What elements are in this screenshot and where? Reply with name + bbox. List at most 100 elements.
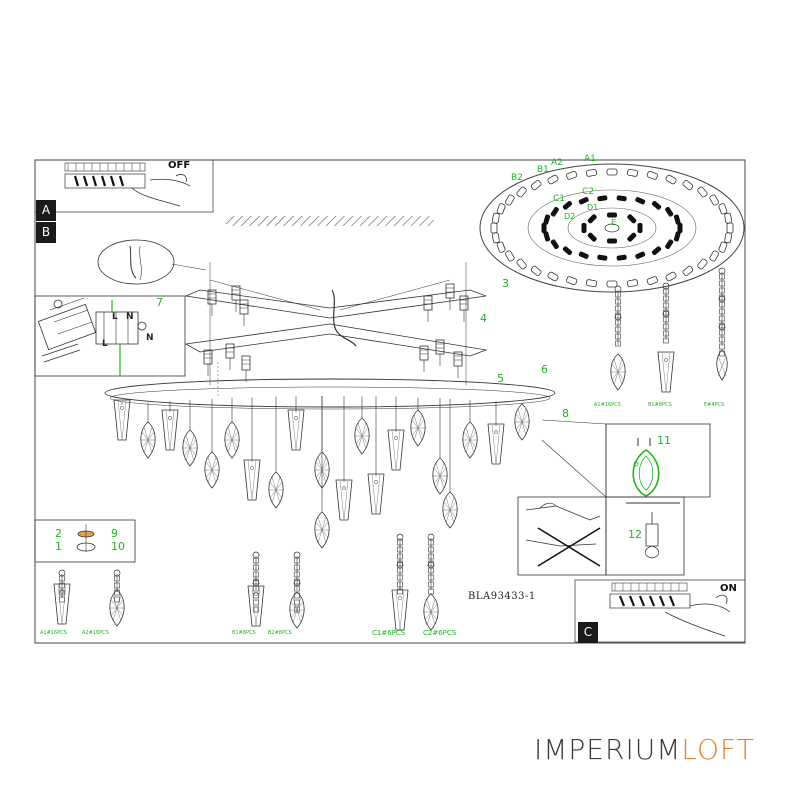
ring-bead-mid [543, 214, 551, 225]
wire-n-label-lower: N [146, 333, 154, 343]
crystal-drop [313, 511, 331, 549]
step-11: 11 [657, 434, 671, 447]
ring-label-c2: C2 [582, 187, 595, 197]
crystal-drop [139, 421, 157, 459]
ring-bead-mid [550, 206, 559, 217]
step-3: 3 [502, 277, 509, 290]
crystal-prism [487, 423, 505, 465]
ring-label-a2: A2 [551, 158, 563, 168]
ring-bead-inner [627, 214, 637, 224]
ring-bead-inner [581, 223, 587, 233]
crystal-ring [104, 378, 556, 410]
ring-label-e: E [611, 218, 617, 227]
bulb-panels [517, 496, 685, 576]
ring-bead-mid [578, 197, 589, 205]
ring-bead-outer [496, 203, 506, 215]
step-7: 7 [156, 296, 163, 309]
ring-bead-outer [646, 276, 658, 285]
count-c2: C2#6PCS [423, 629, 457, 637]
ring-bead-outer [697, 258, 708, 270]
ring-label-d2: D2 [564, 212, 576, 221]
ring-bead-outer [646, 171, 658, 180]
hanging-crystals [113, 396, 531, 549]
ring-bead-outer [490, 222, 498, 234]
step-1: 1 [55, 540, 62, 553]
wire-l-label-lower: L [102, 339, 108, 349]
ring-bead-outer [626, 168, 639, 177]
ring-bead-outer [709, 194, 719, 206]
crystal-prism [335, 479, 353, 521]
ring-bead-outer [724, 212, 733, 224]
step-4: 4 [480, 312, 487, 325]
ring-sample-pendants [609, 267, 728, 393]
ring-bead-outer [585, 168, 598, 177]
ring-bead-outer [505, 194, 515, 206]
ring-bead-outer [665, 174, 677, 185]
bottom-samples [53, 533, 440, 631]
panel-a-switch-off [34, 159, 214, 213]
count-a2: A2#16PCS [82, 630, 109, 636]
ring-bead-outer [516, 186, 527, 198]
ring-bead-outer [665, 271, 677, 282]
ring-bead-outer [505, 250, 515, 262]
crystal-drop [223, 421, 241, 459]
fixture-frame [184, 262, 488, 385]
ring-bead-mid [597, 195, 608, 202]
ring-layout [479, 163, 745, 293]
panel-letter-c: C [578, 622, 598, 643]
crystal-drop [267, 471, 285, 509]
ring-bead-mid [616, 195, 627, 202]
crystal-drop [431, 457, 449, 495]
hook-callout [97, 239, 207, 285]
count-b2: B2#8PCS [268, 630, 292, 636]
ring-bead-mid [677, 223, 683, 233]
ring-bead-outer [682, 265, 694, 276]
fixture-sockets [203, 283, 469, 383]
ring-bead-inner [587, 232, 597, 242]
model-code: BLA93433-1 [468, 591, 536, 602]
ring-bead-outer [626, 279, 639, 288]
ring-bead-mid [673, 231, 681, 242]
ring-bead-mid [635, 251, 646, 259]
step-9: 9 [111, 527, 118, 540]
ring-bead-outer [516, 258, 527, 270]
ring-bead-mid [651, 246, 662, 256]
crystal-drop [461, 421, 479, 459]
ring-bead-outer [726, 222, 734, 234]
ring-bead-outer [682, 180, 694, 191]
count-b1-ring: B1#8PCS [648, 402, 672, 408]
cap-detail [34, 519, 136, 563]
ring-bead-inner [607, 212, 617, 218]
crystal-drop [353, 417, 371, 455]
ring-bead-outer [718, 203, 728, 215]
crystal-drop [203, 451, 221, 489]
ring-label-d1: D1 [587, 203, 599, 212]
count-b1: B1#8PCS [232, 630, 256, 636]
ring-bead-mid [597, 254, 608, 261]
ring-label-a1: A1 [584, 154, 596, 164]
crystal-drop [409, 409, 427, 447]
ring-bead-mid [616, 254, 627, 261]
ring-label-b1: B1 [537, 165, 549, 175]
ring-bead-outer [724, 232, 733, 244]
step-10: 10 [111, 540, 125, 553]
ring-bead-outer [566, 171, 578, 180]
crystal-drop [441, 491, 459, 529]
brand-part2: LOFT [681, 733, 755, 766]
count-c1: C1#6PCS [372, 629, 406, 637]
ring-bead-mid [651, 200, 662, 210]
step-6: 6 [541, 363, 548, 376]
ring-bead-mid [578, 251, 589, 259]
step-12: 12 [628, 528, 642, 541]
count-e-ring: E#4PCS [704, 402, 725, 408]
switch-off-label: OFF [168, 160, 191, 171]
ring-bead-outer [718, 241, 728, 253]
ring-bead-inner [607, 238, 617, 244]
crystal-hook-callout [541, 419, 711, 498]
wire-n-label: N [126, 312, 134, 322]
ring-bead-inner [627, 232, 637, 242]
switch-on-label: ON [720, 583, 737, 594]
step-2: 2 [55, 527, 62, 540]
crystal-prism [287, 409, 305, 451]
brand-part1: IMPERIUM [534, 733, 682, 766]
